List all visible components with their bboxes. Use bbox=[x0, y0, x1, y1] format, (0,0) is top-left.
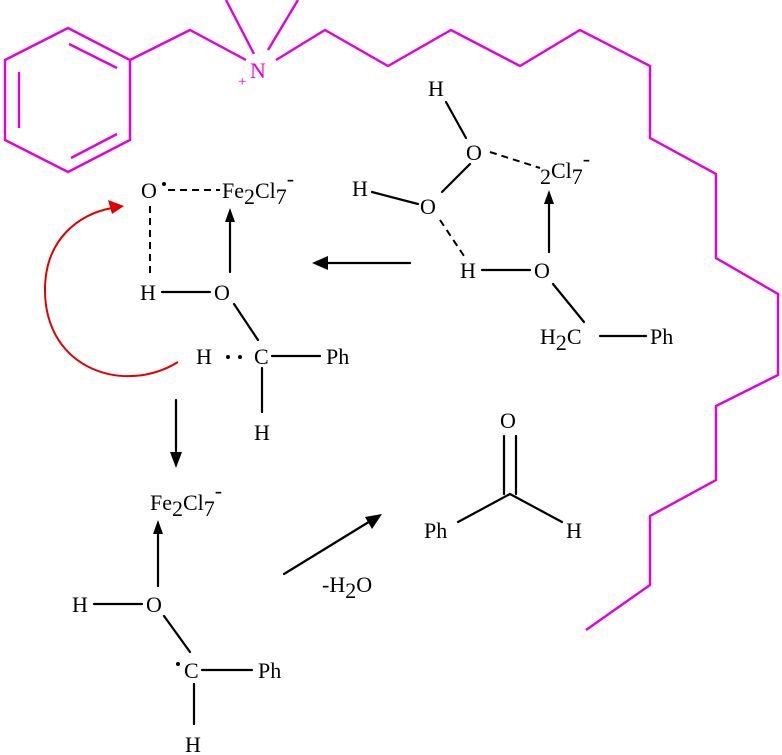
s1-h-top: H bbox=[428, 76, 444, 101]
product-bond-h bbox=[508, 492, 564, 524]
s2-ph: Ph bbox=[326, 344, 349, 369]
s2-dot-2 bbox=[238, 355, 242, 359]
step2-complex: O Fe2Cl7- H O H C Ph H bbox=[43, 166, 349, 445]
s1-bond-o-ch2 bbox=[551, 282, 586, 324]
arrowhead-step3-to-product bbox=[365, 514, 382, 529]
s2-radical-dot-o bbox=[162, 182, 166, 186]
arrowhead-step1-to-step2 bbox=[312, 256, 328, 270]
s2-bond-o-c bbox=[232, 302, 260, 342]
product-bond-ph bbox=[456, 492, 512, 524]
ring-inner-bond-3 bbox=[70, 132, 118, 160]
s3-h-bottom: H bbox=[185, 732, 201, 755]
s2-arrowhead-o-fe bbox=[225, 208, 235, 222]
benzaldehyde-product: O Ph H bbox=[424, 408, 582, 543]
s3-ph: Ph bbox=[258, 658, 281, 683]
product-h: H bbox=[566, 518, 582, 543]
s1-bond-h-o-top bbox=[444, 100, 468, 140]
s2-h-c: H bbox=[196, 344, 212, 369]
s3-arrowhead-o-fe bbox=[153, 520, 163, 534]
s1-o-mid: O bbox=[420, 194, 436, 219]
s3-c: C bbox=[184, 658, 199, 683]
s2-c: C bbox=[254, 344, 269, 369]
s1-arrowhead-o-fe bbox=[544, 190, 554, 204]
arrowhead-step2-to-step3 bbox=[170, 452, 182, 468]
alkyl-chain bbox=[275, 28, 780, 631]
step1-complex: H O 2Cl7- H O H O H2C Ph bbox=[352, 76, 673, 355]
s3-fe-label: Fe2Cl7- bbox=[150, 478, 222, 521]
s3-radical-dot bbox=[176, 662, 180, 666]
benzyl-link bbox=[129, 28, 247, 62]
product-ph: Ph bbox=[424, 518, 447, 543]
s2-dot-1 bbox=[226, 355, 230, 359]
hydrogen-transfer-curved-arrow bbox=[43, 207, 179, 378]
step3-complex: Fe2Cl7- H O C Ph H bbox=[72, 478, 281, 755]
s2-h-bottom: H bbox=[254, 420, 270, 445]
arrow-step3-to-product bbox=[282, 518, 374, 576]
s1-ph: Ph bbox=[650, 324, 673, 349]
s1-o-top: O bbox=[466, 140, 482, 165]
s1-bond-o-o bbox=[440, 162, 472, 194]
methyl-bond-2 bbox=[266, 0, 300, 51]
s2-fe-label: Fe2Cl7- bbox=[222, 166, 294, 209]
s1-dash-o-fe bbox=[489, 151, 541, 169]
methyl-bond-1 bbox=[224, 0, 256, 55]
s1-h2c-label: H2C bbox=[540, 324, 582, 355]
s3-h-left: H bbox=[72, 592, 88, 617]
s1-bond-h-o-mid bbox=[370, 190, 420, 206]
s3-o: O bbox=[146, 592, 162, 617]
positive-charge-label: + bbox=[238, 74, 246, 90]
s1-h-low: H bbox=[460, 258, 476, 283]
water-loss-label: -H2O bbox=[322, 572, 372, 603]
ring-inner-bond-2 bbox=[68, 42, 118, 70]
s1-h-left: H bbox=[352, 176, 368, 201]
surfactant-cation: N + bbox=[3, 0, 780, 631]
nitrogen-label: N bbox=[250, 58, 266, 83]
s1-o-low: O bbox=[534, 258, 550, 283]
s2-o-center: O bbox=[214, 280, 230, 305]
benzene-ring bbox=[3, 26, 132, 174]
product-o: O bbox=[500, 408, 516, 433]
s2-h-left: H bbox=[140, 280, 156, 305]
curved-arrowhead bbox=[108, 200, 124, 214]
s1-fe-label: 2Cl7- bbox=[540, 146, 590, 189]
s1-dash-o-h bbox=[439, 219, 465, 257]
s2-o-radical: O bbox=[141, 178, 157, 203]
s3-bond-o-c bbox=[162, 614, 192, 654]
